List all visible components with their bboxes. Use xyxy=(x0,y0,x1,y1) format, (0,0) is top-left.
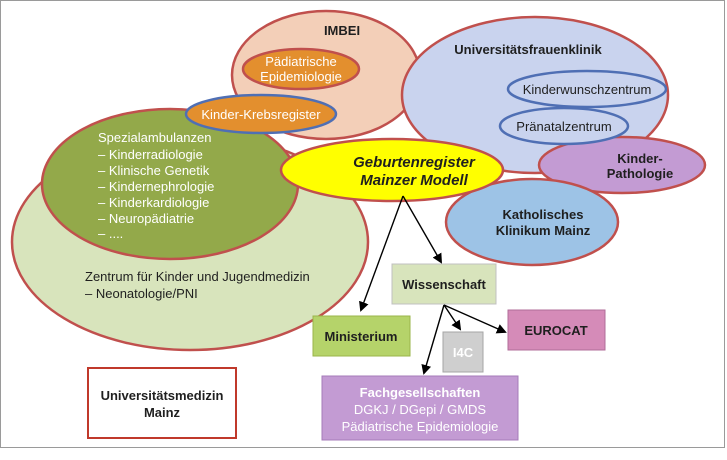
fachgesellschaften-line2: DGKJ / DGepi / GMDS xyxy=(354,402,487,417)
fachgesellschaften-line1: Fachgesellschaften xyxy=(360,385,481,400)
geburtenregister-ellipse xyxy=(279,137,505,203)
padiatrische-line2: Epidemiologie xyxy=(260,69,342,84)
ministerium-box xyxy=(312,315,411,357)
wissenschaft-label: Wissenschaft xyxy=(402,277,486,292)
unimedizin-line2: Mainz xyxy=(144,405,181,420)
spezial-list: – Kinderradiologie – Klinische Genetik –… xyxy=(98,147,214,241)
ministerium-label: Ministerium xyxy=(325,329,398,344)
pranatal-ellipse xyxy=(498,106,630,146)
spezial-item: – Klinische Genetik xyxy=(98,163,210,178)
padiatrische-ellipse xyxy=(241,47,361,91)
katholisches-line1: Katholisches xyxy=(503,207,584,222)
spezial-item: – Kindernephrologie xyxy=(98,179,214,194)
unimedizin-line1: Universitätsmedizin xyxy=(101,388,224,403)
padiatrische-line1: Pädiatrische xyxy=(265,54,337,69)
arrow-to-fachgesellschaften xyxy=(421,304,445,375)
spezial-item: – Kinderradiologie xyxy=(98,147,203,162)
arrow-to-eurocat xyxy=(443,304,507,334)
zentrum-line2: – Neonatologie/PNI xyxy=(85,286,198,301)
i4c-box xyxy=(442,331,484,373)
imbei-title: IMBEI xyxy=(324,23,360,38)
frauenklinik-title: Universitätsfrauenklinik xyxy=(454,42,602,57)
katholisches-ellipse xyxy=(444,177,620,267)
spezial-title: Spezialambulanzen xyxy=(98,130,211,145)
zentrum-line1: Zentrum für Kinder und Jugendmedizin xyxy=(85,269,310,284)
wissenschaft-box xyxy=(391,263,497,305)
pranatal-label: Pränatalzentrum xyxy=(516,119,611,134)
arrow-to-i4c xyxy=(443,304,462,331)
spezial-item: – Neuropädiatrie xyxy=(98,211,194,226)
kinderpathologie-line2: Pathologie xyxy=(607,166,673,181)
unimedizin-box xyxy=(87,367,237,439)
geburtenregister-line1: Geburtenregister xyxy=(353,154,476,171)
fachgesellschaften-line3: Pädiatrische Epidemiologie xyxy=(342,419,499,434)
krebsregister-ellipse xyxy=(184,93,338,135)
spezial-item: – .... xyxy=(98,226,123,241)
katholisches-line2: Klinikum Mainz xyxy=(496,223,591,238)
geburtenregister-line2: Mainzer Modell xyxy=(360,172,468,189)
kinderwunsch-ellipse xyxy=(506,69,668,109)
i4c-label: I4C xyxy=(453,345,474,360)
fachgesellschaften-box xyxy=(321,375,519,441)
eurocat-label: EUROCAT xyxy=(524,323,587,338)
arrow-to-wissenschaft xyxy=(402,195,442,264)
kinderpathologie-ellipse xyxy=(537,135,707,195)
krebsregister-label: Kinder-Krebsregister xyxy=(201,107,321,122)
eurocat-box xyxy=(507,309,606,351)
spezial-item: – Kinderkardiologie xyxy=(98,195,209,210)
arrow-to-ministerium xyxy=(359,195,404,312)
kinderpathologie-line1: Kinder- xyxy=(617,151,663,166)
kinderwunsch-label: Kinderwunschzentrum xyxy=(523,82,652,97)
